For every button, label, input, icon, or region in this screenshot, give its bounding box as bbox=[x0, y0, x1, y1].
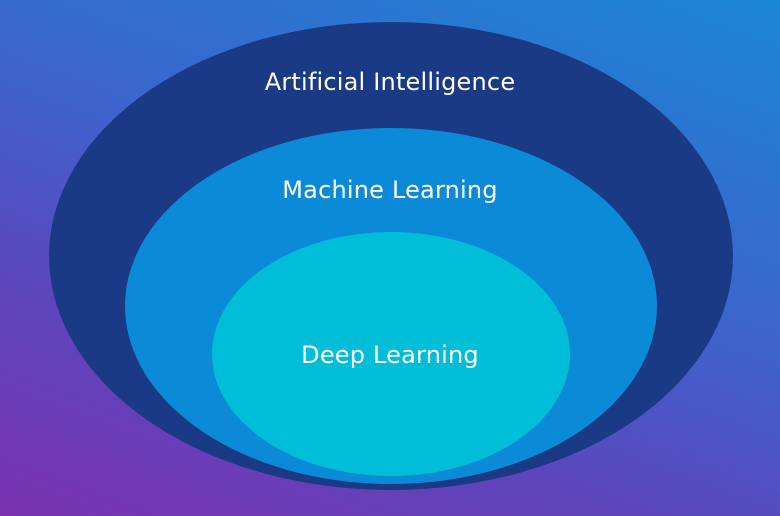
deep-learning-label: Deep Learning bbox=[301, 341, 479, 369]
deep-learning-ellipse bbox=[212, 232, 570, 476]
machine-learning-label: Machine Learning bbox=[282, 176, 498, 204]
artificial-intelligence-label: Artificial Intelligence bbox=[264, 68, 516, 96]
